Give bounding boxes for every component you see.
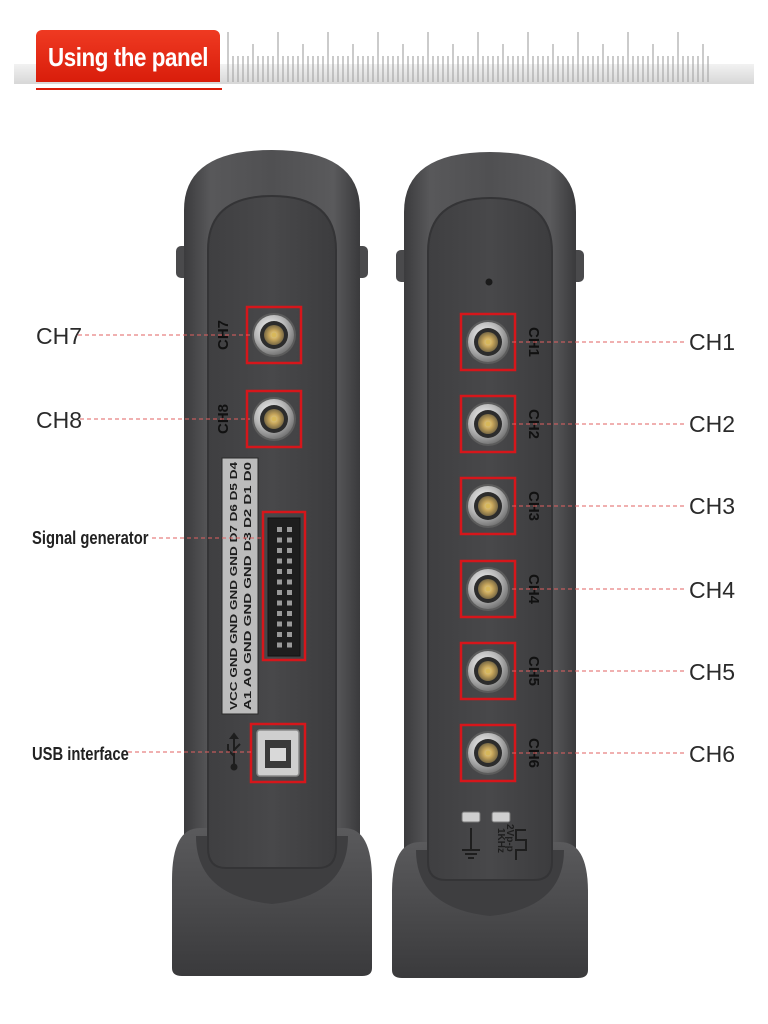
header-pinout-row1: VCC GND GND GND GND D7 D6 D5 D4 [229,461,240,710]
header-ruler [227,32,709,82]
header-pinout-row2: A1 A0 GND GND GND D3 D2 D1 D0 [243,461,254,710]
callout-ch3: CH3 [689,493,736,519]
ground-terminal [461,811,481,823]
ground-icon [462,828,480,859]
bnc-ch8: CH8 [215,389,303,449]
calibration-label-line2: 2Vp-p [504,824,515,852]
usb-port-highlight [249,722,307,784]
callout-ch8: CH8 [36,407,83,433]
callout-ch7: CH7 [36,323,83,349]
callout-ch2: CH2 [689,411,736,437]
header-underline [36,88,222,90]
bnc-ch4: CH4 [459,559,542,619]
square-wave-icon [515,829,527,860]
header-pins [277,527,292,648]
callout-ch5: CH5 [689,659,736,685]
callout-usb-interface: USB interface [32,744,129,764]
callout-ch4: CH4 [689,577,736,603]
calibration-terminal [491,811,511,823]
bnc-ch7-label: CH7 [215,320,232,350]
bnc-ch6: CH6 [459,723,542,783]
left-unit: VCC GND GND GND GND D7 D6 D5 D4 A1 A0 GN… [172,150,372,976]
callout-signal-generator: Signal generator [32,528,149,548]
page-title: Using the panel [48,42,209,72]
signal-generator-header [261,510,307,662]
calibration-label-line1: 1KHz [495,828,506,853]
bnc-ch5: CH5 [459,641,542,701]
callout-ch1: CH1 [689,329,736,355]
header-tab [36,30,220,82]
callout-ch6: CH6 [689,741,736,767]
leader-lines [78,334,684,754]
